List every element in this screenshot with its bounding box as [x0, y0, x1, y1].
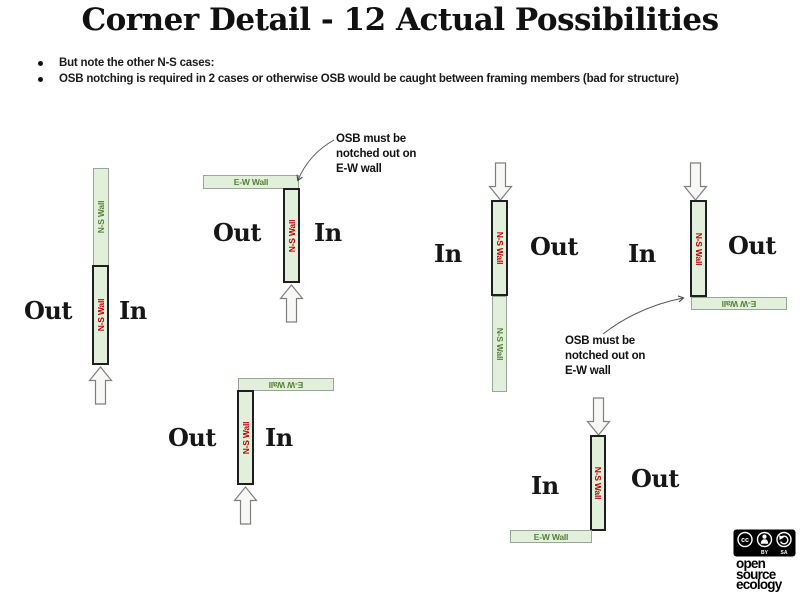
bullet-item: OSB notching is required in 2 cases or o… [30, 73, 770, 86]
cc-icon-text: cc [741, 537, 749, 544]
ew-wall-label: E-W Wall [233, 177, 269, 187]
out-label: Out [24, 296, 72, 325]
osb-note-line: E-W wall [336, 163, 382, 175]
ns-wall-plain: N-S Wall [492, 296, 507, 392]
ose-logo: open source ecology [736, 556, 798, 592]
in-label: In [119, 296, 147, 325]
ose-logo-line: open [736, 556, 766, 571]
by-label: BY [761, 550, 769, 556]
in-label: In [265, 423, 293, 452]
ew-wall-label: E-W Wall [721, 298, 757, 309]
ew-wall: E-W Wall [510, 530, 592, 543]
out-label: Out [728, 231, 776, 260]
in-label: In [531, 471, 559, 500]
ose-logo-line: source [736, 566, 776, 582]
ew-wall-label: E-W Wall [268, 379, 304, 390]
ns-wall-label: N-S Wall [494, 231, 505, 265]
cc-by-sa-badge: cc BY SA [733, 529, 796, 557]
down-arrow-icon [488, 162, 513, 201]
bullet-text: OSB notching is required in 2 cases or o… [59, 73, 679, 85]
bullet-icon [38, 61, 43, 66]
osb-note-line: OSB must be [565, 335, 636, 347]
in-label: In [434, 239, 462, 268]
osb-note-line: notched out on [565, 350, 646, 362]
up-arrow-icon [279, 284, 304, 323]
ns-wall-highlighted: N-S Wall [92, 265, 109, 365]
bullet-item: But note the other N-S cases: [30, 57, 770, 70]
bullet-icon [38, 77, 43, 82]
leader-line-to-corner [602, 295, 685, 335]
by-person-icon [756, 531, 773, 548]
ns-wall-label: N-S Wall [240, 421, 251, 454]
out-label: Out [168, 423, 216, 452]
osb-note: OSB must be notched out on E-W wall [565, 334, 645, 379]
ns-wall-highlighted: N-S Wall [283, 188, 300, 283]
ns-wall-label: N-S Wall [693, 232, 704, 265]
down-arrow-icon [586, 397, 611, 436]
ew-wall: E-W Wall [203, 175, 299, 189]
down-arrow-icon [683, 162, 708, 201]
ns-wall-label: N-S Wall [286, 219, 297, 252]
in-label: In [628, 239, 656, 268]
ew-wall: E-W Wall [238, 378, 334, 391]
ns-wall-plain: N-S Wall [93, 168, 109, 266]
sa-label: SA [781, 550, 788, 556]
ew-wall: E-W Wall [691, 297, 787, 310]
leader-line-to-corner [296, 139, 335, 182]
bullet-list: But note the other N-S cases: OSB notchi… [30, 57, 770, 89]
ns-wall-label: N-S Wall [96, 200, 106, 234]
ns-wall-highlighted: N-S Wall [237, 390, 254, 485]
page-title: Corner Detail - 12 Actual Possibilities [81, 2, 719, 38]
out-label: Out [530, 232, 578, 261]
cc-icon [737, 531, 753, 548]
ose-logo-line: ecology [736, 577, 782, 592]
osb-note: OSB must be notched out on E-W wall [336, 132, 416, 177]
ns-wall-label: N-S Wall [593, 466, 603, 500]
osb-note-line: notched out on [336, 148, 417, 160]
osb-note-line: OSB must be [336, 133, 407, 145]
ns-wall-highlighted: N-S Wall [590, 435, 606, 531]
bullet-text: But note the other N-S cases: [59, 57, 215, 69]
ns-wall-highlighted: N-S Wall [690, 200, 707, 297]
in-label: In [314, 218, 342, 247]
ns-wall-label: N-S Wall [494, 327, 505, 361]
ns-wall-highlighted: N-S Wall [491, 200, 508, 296]
out-label: Out [631, 464, 679, 493]
ns-wall-label: N-S Wall [95, 298, 106, 332]
up-arrow-icon [233, 486, 258, 525]
out-label: Out [213, 218, 261, 247]
up-arrow-icon [88, 366, 113, 405]
osb-note-line: E-W wall [565, 365, 611, 377]
ew-wall-label: E-W Wall [533, 531, 569, 542]
sa-arrow-icon [776, 531, 792, 548]
